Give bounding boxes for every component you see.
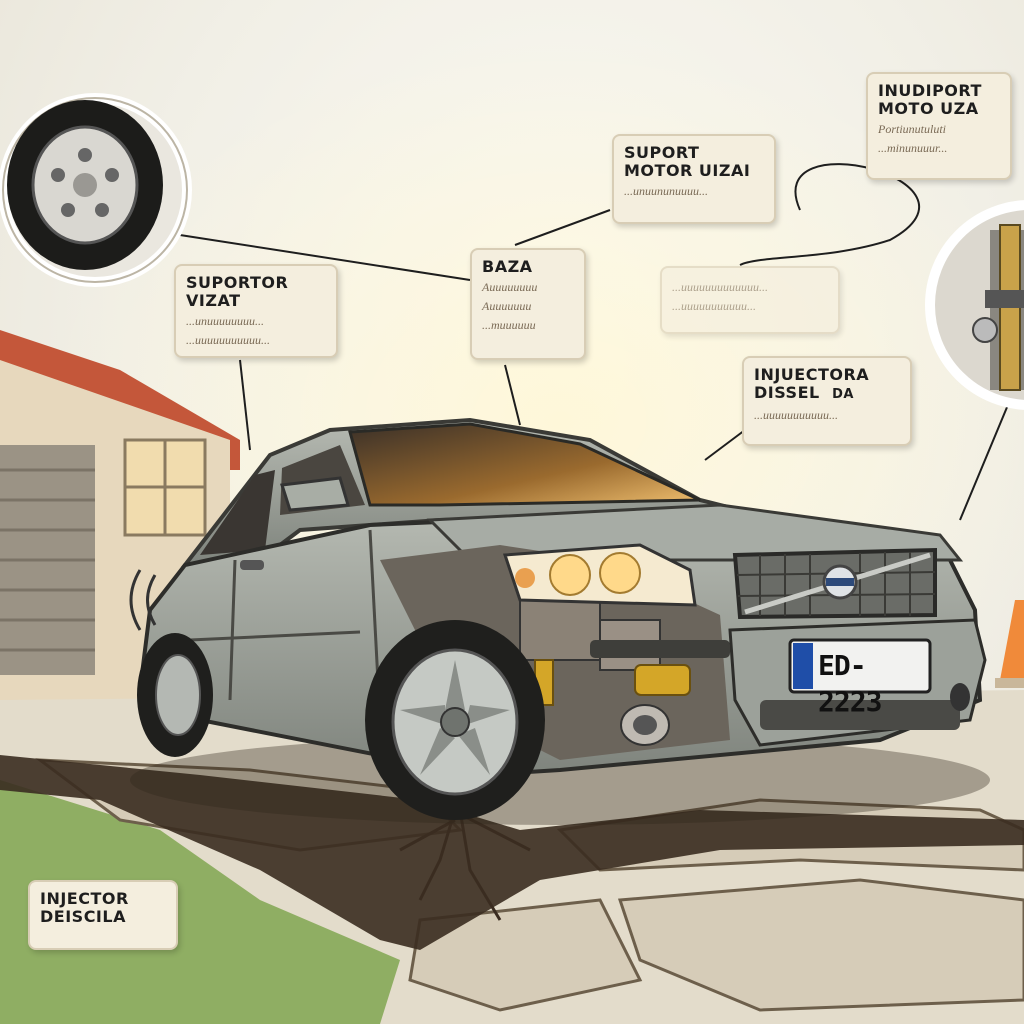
callout-title: INJECTOR [40,889,129,908]
injector-inset-icon [925,200,1024,410]
callout-title: DEISCILA [40,907,126,926]
callout-title: MOTO UZA [878,99,979,118]
callout-scribble: ...minunuuur... [878,141,948,155]
volvo-logo-icon [822,564,858,600]
rear-wheel [137,633,213,757]
license-plate [788,638,932,694]
callout-title-suffix: DA [832,387,854,402]
callout-title: VIZAT [186,291,241,310]
car-shadow [130,735,990,825]
rear-window [200,470,275,555]
leader-lines [179,163,1011,521]
lower-intake [760,700,960,730]
callout-support-motor: SUPORT MOTOR UIZAI ...unuununuuuu... [612,134,776,224]
bumper-trim [590,640,730,658]
callout-scribble: Portiunutuluti [878,122,947,136]
wheel-inset-icon [0,93,192,287]
windshield [348,422,701,507]
fog-light [950,683,970,711]
car [137,417,987,820]
callout-scribble: ...unuununuuuu... [624,184,708,198]
door-handle [240,560,264,570]
side-mirror [280,476,350,512]
callout-left-support: SUPORTOR VIZAT ...unuuuuuuuu... ...uuuuu… [174,264,338,358]
callout-title: BAZA [482,257,533,276]
callout-title: INJUECTORA [754,365,870,384]
callout-title: SUPORT [624,143,700,162]
license-plate-number: ED-2223 [818,649,882,718]
callout-title: DISSEL [754,383,820,402]
callout-scribble: ...muuuuuu [482,318,536,332]
callout-injectora: INJUECTORA DISSEL DA ...uuuuuuuuuuu... [742,356,912,446]
callout-title: MOTOR UIZAI [624,161,751,180]
callout-faded: ...uuuuuuuuuuuuu... ...uuuuuuuuuuu... [660,266,840,334]
motion-marks [129,569,157,631]
ground-crack [0,755,1024,950]
callout-scribble: Auuuuuuuu [482,280,538,294]
crack-roots [399,809,531,921]
callout-title: SUPORTOR [186,273,289,292]
callout-scribble: Auuuuuuu [482,299,532,313]
traffic-cone [995,600,1024,688]
grass-patch [0,780,400,1024]
callout-baza: BAZA Auuuuuuuu Auuuuuuu ...muuuuuu [470,248,586,360]
callout-top-right: INUDIPORT MOTO UZA Portiunutuluti ...min… [866,72,1012,180]
callout-title: INUDIPORT [878,81,982,100]
callout-scribble: ...unuuuuuuuu... [186,314,264,328]
callout-scribble: ...uuuuuuuuuuu... [672,299,756,313]
callout-scribble: ...uuuuuuuuuuu... [754,408,838,422]
callout-scribble: ...uuuuuuuuuuu... [186,333,270,347]
callout-scribble: ...uuuuuuuuuuuuu... [672,280,768,294]
callout-bottom-left: INJECTOR DEISCILA [28,880,178,950]
front-wheel [365,620,545,820]
